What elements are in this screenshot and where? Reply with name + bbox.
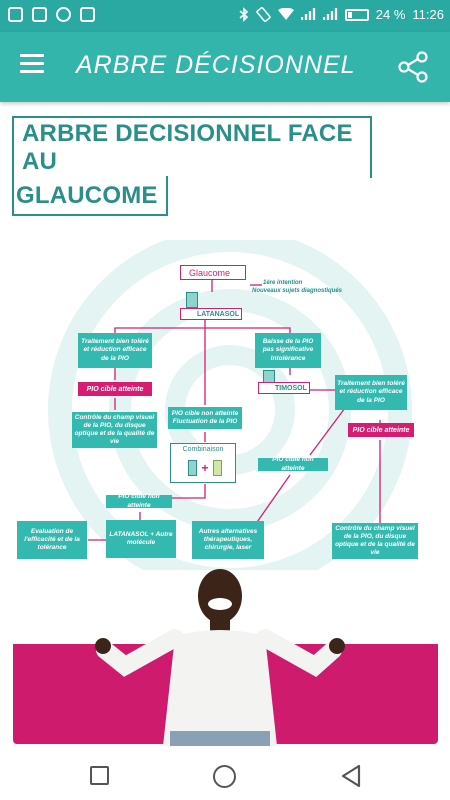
tolerated-right-box: Traitement bien toléré et réduction effi… — [335, 375, 407, 410]
page-title-line-1: ARBRE DECISIONNEL FACE AU — [12, 116, 372, 178]
latanasol-plus-box: LATANASOL + Autre molécule — [106, 520, 176, 558]
back-icon[interactable] — [340, 764, 362, 788]
hamburger-line-2 — [20, 62, 44, 65]
latanasol-label: LATANASOL — [180, 308, 242, 320]
target-not-reached-center-box: PIO cible non atteinte Fluctuation de la… — [168, 407, 242, 429]
share-icon[interactable] — [396, 50, 430, 84]
app-bar-title: ARBRE DÉCISIONNEL — [76, 51, 356, 79]
page-title: ARBRE DECISIONNEL FACE AU GLAUCOME — [12, 116, 372, 216]
drop-pio-box: Baisse de la PIO pas significative Intol… — [255, 333, 321, 368]
evaluation-box: Evaluation de l'efficacité et de la tolé… — [17, 521, 87, 559]
image-icon — [80, 7, 95, 22]
notification-icons — [8, 7, 95, 22]
target-reached-left-box: PIO cible atteinte — [78, 382, 152, 396]
hamburger-line-1 — [20, 54, 44, 57]
target-not-reached-center-text: PIO cible non atteinte — [171, 409, 239, 417]
product-image-1 — [188, 460, 198, 476]
product-image-2 — [212, 460, 222, 476]
new-subjects-note: Nouveaux sujets diagnostiqués — [252, 288, 343, 294]
drop-pio-text: Baisse de la PIO pas significative — [262, 338, 314, 354]
combination-products: + — [185, 458, 225, 478]
sync-icon — [56, 7, 71, 22]
bluetooth-icon — [239, 7, 248, 22]
tolerated-left-box: Traitement bien toléré et réduction effi… — [78, 333, 152, 368]
status-bar: 24 % 11:26 — [0, 0, 450, 32]
hamburger-line-3 — [20, 70, 44, 73]
recent-apps-button[interactable] — [90, 766, 109, 785]
wifi-icon — [277, 8, 294, 20]
home-button[interactable] — [213, 765, 236, 788]
app-notification-icon — [8, 7, 23, 22]
facebook-icon — [32, 7, 47, 22]
combination-plus: + — [201, 461, 209, 475]
battery-percent: 24 % — [375, 7, 406, 22]
target-reached-right-box: PIO cible atteinte — [348, 423, 414, 437]
vibrate-icon — [256, 7, 271, 22]
first-intention-note: 1ère intention — [263, 280, 303, 286]
smiling-man-image — [95, 569, 345, 746]
glaucome-start-box: Glaucome — [180, 265, 246, 280]
system-icons: 24 % 11:26 — [239, 7, 444, 22]
navigation-bar — [0, 752, 450, 800]
monitoring-left-box: Contrôle du champ visuel de la PIO, du d… — [72, 412, 157, 448]
monitoring-right-box: Contrôle du champ visuel de la PIO, du d… — [332, 523, 418, 559]
battery-icon — [344, 8, 369, 21]
target-not-reached-bottom-box: PIO cible non atteinte — [106, 493, 172, 509]
signal-icon — [300, 8, 315, 20]
page-title-line-2: GLAUCOME — [12, 176, 168, 216]
latanasol-product-image — [186, 292, 198, 308]
fluctuation-text: Fluctuation de la PIO — [172, 418, 238, 425]
combination-box: Combinaison + — [170, 443, 236, 483]
alternatives-box: Autres alternatives thérapeutiques, chir… — [192, 521, 264, 559]
timosol-label: TIMOSOL — [258, 382, 310, 394]
app-bar: ARBRE DÉCISIONNEL — [0, 32, 450, 102]
menu-button[interactable] — [20, 54, 46, 76]
intolerance-text: Intolérance — [270, 354, 306, 362]
combination-title: Combinaison — [182, 446, 224, 453]
signal-icon-2 — [322, 8, 337, 20]
decision-tree-diagram: Glaucome 1ère intention Nouveaux sujets … — [0, 240, 450, 570]
target-not-reached-right-box: PIO cible non atteinte — [258, 456, 328, 472]
clock: 11:26 — [412, 7, 444, 22]
